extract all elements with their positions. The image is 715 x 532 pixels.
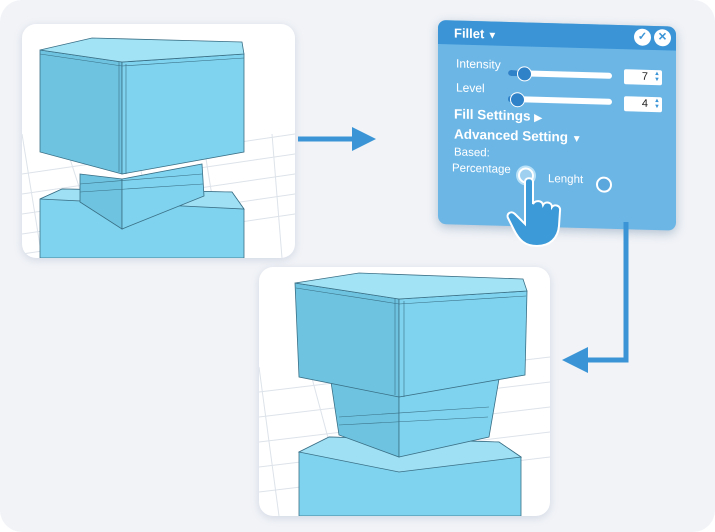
panel-title-label: Fillet <box>454 25 485 42</box>
before-model-viewport <box>22 24 295 258</box>
intensity-label: Intensity <box>456 56 501 72</box>
intensity-spinner-icon[interactable]: ▲▼ <box>654 71 660 84</box>
after-model-render <box>259 272 550 516</box>
level-number-input[interactable]: 4 ▲▼ <box>624 96 662 113</box>
level-slider[interactable] <box>508 92 612 108</box>
intensity-slider[interactable] <box>508 66 612 82</box>
lenght-radio[interactable] <box>596 176 612 193</box>
intensity-value: 7 <box>641 70 648 83</box>
expand-arrow-icon: ▶ <box>534 112 542 124</box>
confirm-check-icon[interactable]: ✓ <box>634 28 651 46</box>
level-value: 4 <box>641 97 648 110</box>
collapse-arrow-icon: ▼ <box>571 133 582 146</box>
advanced-setting-label: Advanced Setting <box>454 126 569 145</box>
panel-title[interactable]: Fillet▼ <box>454 25 497 41</box>
dropdown-arrow-icon: ▼ <box>487 30 498 42</box>
intensity-number-input[interactable]: 7 ▲▼ <box>624 69 662 86</box>
pointing-hand-icon <box>506 177 562 248</box>
fill-settings-label: Fill Settings <box>454 106 531 124</box>
level-spinner-icon[interactable]: ▲▼ <box>654 98 660 111</box>
before-model-render <box>22 37 295 258</box>
after-model-viewport <box>259 267 550 516</box>
level-slider-knob[interactable] <box>510 92 526 108</box>
arrow-icon <box>298 127 376 151</box>
level-label: Level <box>456 80 485 96</box>
panel-header: Fillet▼ ✓ ✕ <box>438 20 676 51</box>
advanced-setting-toggle[interactable]: Advanced Setting ▼ <box>454 126 582 145</box>
arrow-icon <box>562 222 629 373</box>
based-label: Based: <box>454 146 490 160</box>
option-percentage-label: Percentage <box>452 162 511 177</box>
close-icon[interactable]: ✕ <box>654 29 671 47</box>
fill-settings-toggle[interactable]: Fill Settings ▶ <box>454 106 542 123</box>
intensity-slider-knob[interactable] <box>517 66 533 82</box>
